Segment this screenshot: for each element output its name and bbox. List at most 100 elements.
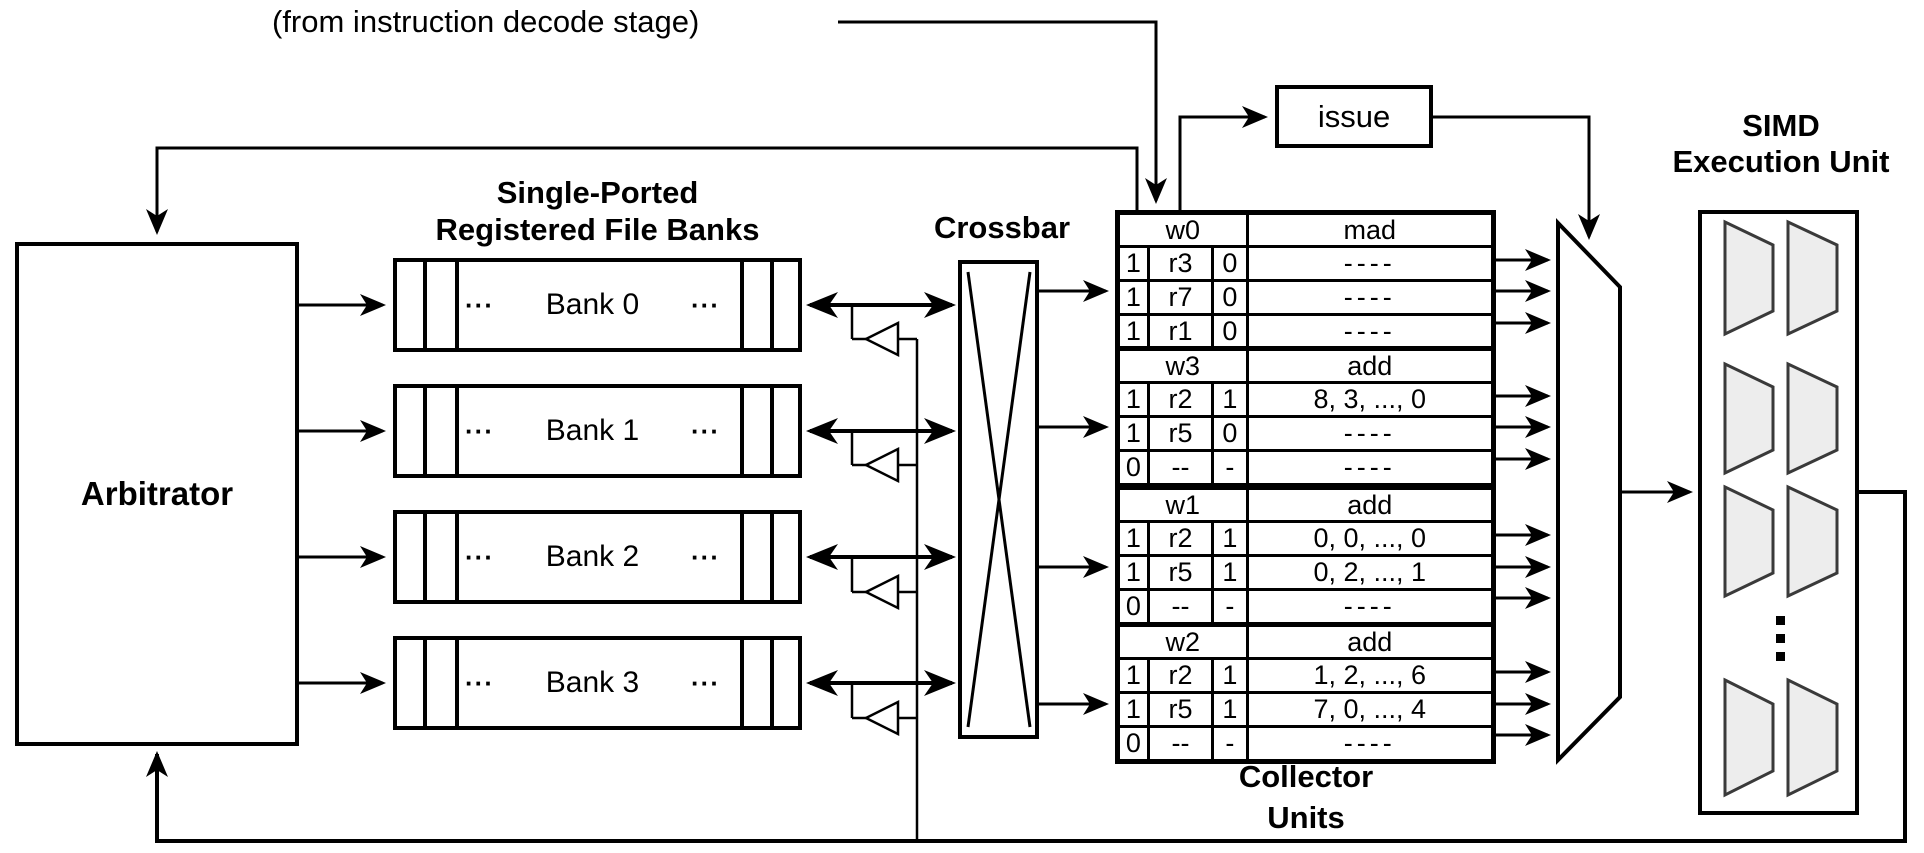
valid-bit-cell: 0	[1116, 588, 1150, 626]
crossbar-title: Crossbar	[933, 210, 1071, 245]
operand-row: 0-------	[1116, 588, 1495, 626]
issue-label: issue	[1317, 98, 1391, 134]
valid-bit-cell: 1	[1116, 245, 1150, 282]
valid-bit-cell: 0	[1116, 449, 1150, 487]
register-cell: --	[1146, 725, 1215, 763]
operand-mux	[1556, 218, 1622, 765]
bank-port-divider	[740, 388, 744, 474]
valid-bit-cell: 1	[1116, 415, 1150, 452]
register-cell: --	[1146, 449, 1215, 487]
bank-box: ···Bank 3···	[393, 636, 802, 730]
decode-stage-wire	[838, 20, 1167, 204]
operand-row: 0-------	[1116, 725, 1495, 763]
valid-bit-cell: 1	[1116, 313, 1150, 351]
bank-label: Bank 0	[545, 288, 640, 321]
ready-bit-cell: 1	[1211, 381, 1249, 418]
ready-bit-cell: 1	[1211, 691, 1249, 728]
ready-bit-cell: 1	[1211, 657, 1249, 694]
issue-to-mux-wire	[1433, 115, 1600, 240]
ellipsis-icon: ···	[691, 415, 720, 446]
bank-box: ··· Bank 1 ···	[393, 384, 802, 478]
ready-bit-cell: 1	[1211, 520, 1249, 557]
warp-id-cell: w3	[1116, 347, 1249, 384]
operand-value-cell: 8, 3, ..., 0	[1245, 381, 1495, 418]
operand-value-cell: 7, 0, ..., 4	[1245, 691, 1495, 728]
simd-execution-unit-box	[1698, 210, 1859, 815]
register-cell: r2	[1146, 657, 1215, 694]
crossbar-box	[958, 260, 1039, 739]
collector-units-title: Collector Units	[1206, 756, 1406, 838]
opcode-cell: add	[1245, 347, 1495, 384]
operand-value-cell: ----	[1245, 245, 1495, 282]
valid-bit-cell: 1	[1116, 657, 1150, 694]
tristate-buffer-icon	[863, 446, 900, 484]
issue-box: issue	[1275, 85, 1433, 148]
bank-port-divider	[770, 514, 774, 600]
ellipsis-icon: ···	[691, 541, 720, 572]
writeback-path	[850, 305, 919, 841]
register-cell: r1	[1146, 313, 1215, 351]
bank-port-divider	[740, 262, 744, 348]
bank-port-divider	[455, 388, 459, 474]
collector-to-arbitrator-wire	[146, 146, 1139, 235]
bank-port-divider	[770, 640, 774, 726]
result-feedback-wire	[146, 490, 1907, 843]
vertical-ellipsis-icon	[1776, 616, 1785, 661]
valid-bit-cell: 1	[1116, 691, 1150, 728]
simd-title-line1: SIMD	[1742, 108, 1820, 143]
operand-value-cell: 0, 2, ..., 1	[1245, 554, 1495, 591]
bank-box: ···Bank 2···	[393, 510, 802, 604]
bank-port-divider	[455, 262, 459, 348]
opcode-cell: add	[1245, 486, 1495, 523]
banks-title-line2: Registered File Banks	[435, 212, 760, 247]
operand-value-cell: 1, 2, ..., 6	[1245, 657, 1495, 694]
ellipsis-icon: ···	[465, 415, 494, 446]
collector-to-issue-wire	[1178, 106, 1268, 211]
ellipsis-icon: ···	[465, 541, 494, 572]
ready-bit-cell: -	[1211, 725, 1249, 763]
collector-title-line2: Units	[1267, 800, 1345, 835]
valid-bit-cell: 1	[1116, 554, 1150, 591]
ready-bit-cell: 0	[1211, 245, 1249, 282]
bank-box: ···Bank 0···	[393, 258, 802, 352]
ready-bit-cell: 1	[1211, 554, 1249, 591]
bank-port-divider	[770, 262, 774, 348]
operand-value-cell: ----	[1245, 449, 1495, 487]
register-cell: r2	[1146, 520, 1215, 557]
ellipsis-icon: ···	[465, 667, 494, 698]
bank-crossbar-bus-arrows	[806, 292, 956, 696]
valid-bit-cell: 1	[1116, 381, 1150, 418]
bank-port-divider	[423, 640, 427, 726]
tristate-buffer-icon	[863, 573, 900, 611]
collector-title-line1: Collector	[1238, 759, 1374, 794]
warp-id-cell: w0	[1116, 211, 1249, 248]
ellipsis-icon: ···	[691, 667, 720, 698]
operand-value-cell: ----	[1245, 313, 1495, 351]
tristate-buffer-icon	[863, 320, 900, 358]
bank-port-divider	[423, 514, 427, 600]
ellipsis-icon: ···	[691, 289, 720, 320]
banks-title: Single-Ported Registered File Banks	[377, 174, 818, 248]
simd-title: SIMD Execution Unit	[1640, 108, 1922, 180]
bank-port-divider	[740, 514, 744, 600]
operand-value-cell: ----	[1245, 279, 1495, 316]
bank-port-divider	[423, 388, 427, 474]
bank-label: Bank 1	[545, 414, 640, 447]
collector-to-mux-arrows	[1495, 249, 1551, 746]
opcode-cell: add	[1245, 623, 1495, 660]
bank-port-divider	[455, 514, 459, 600]
register-cell: r5	[1146, 554, 1215, 591]
register-cell: r5	[1146, 415, 1215, 452]
valid-bit-cell: 0	[1116, 725, 1150, 763]
crossbar-to-collector-arrows	[1037, 280, 1109, 715]
